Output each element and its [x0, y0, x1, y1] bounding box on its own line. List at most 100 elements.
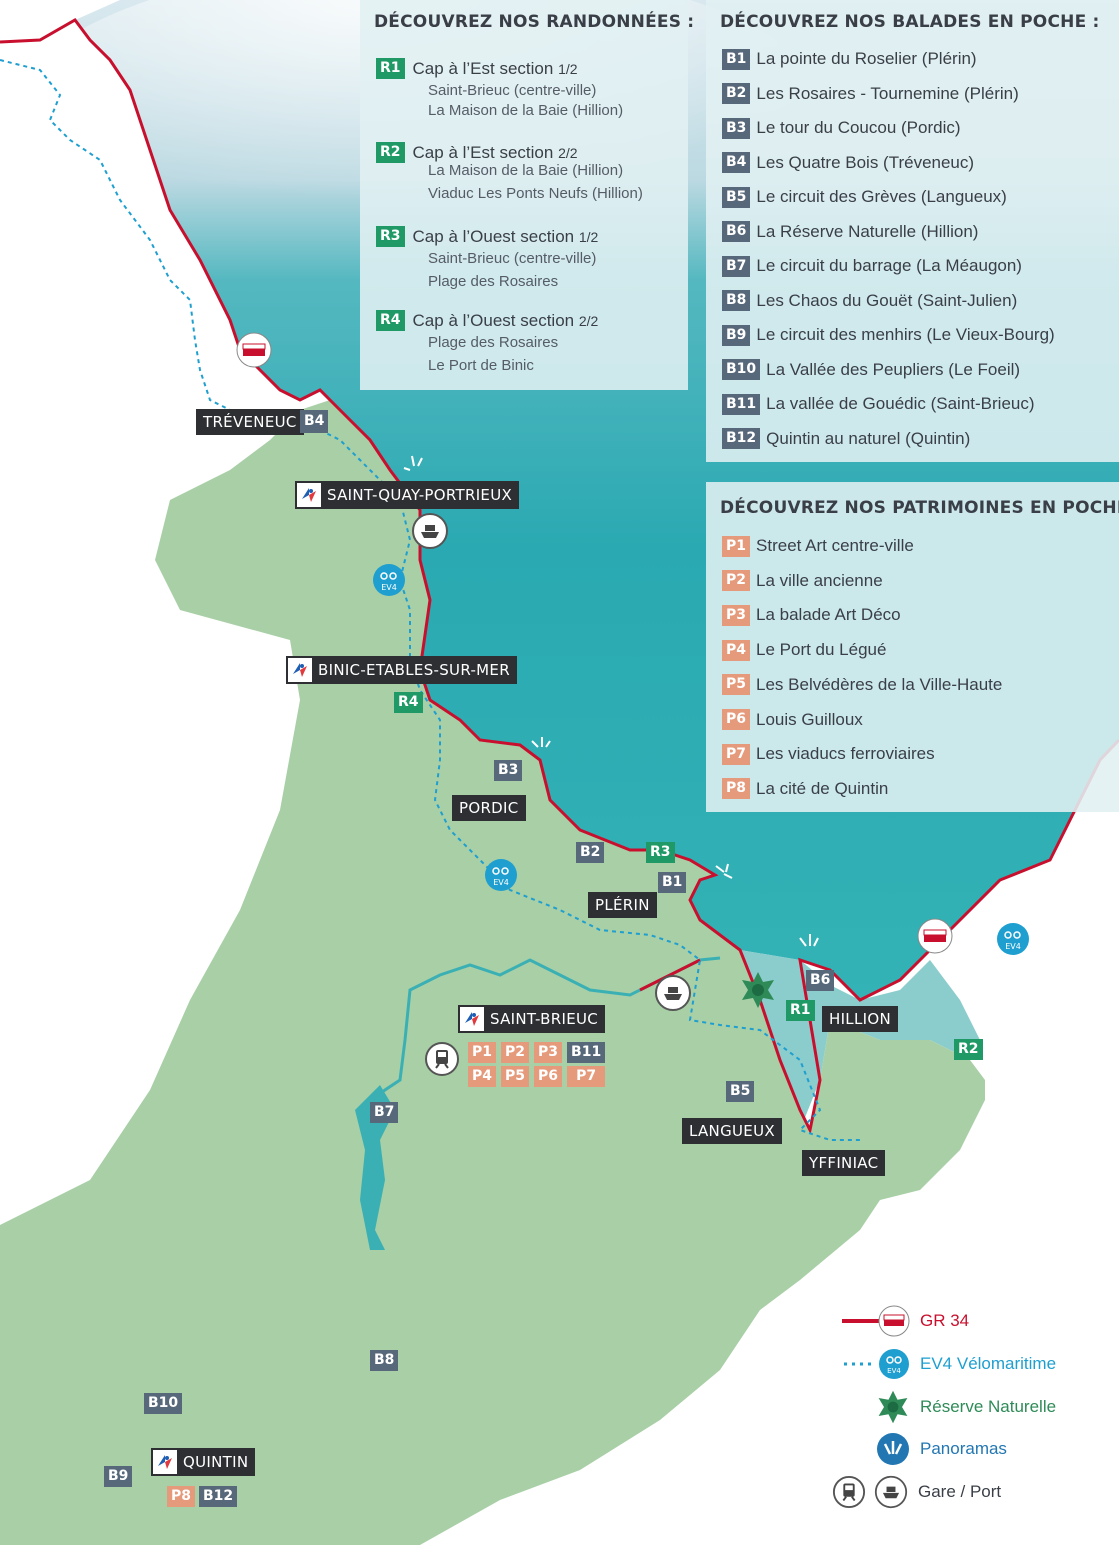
map-marker-p1[interactable]: P1 [468, 1042, 497, 1063]
balade-name: Les Quatre Bois (Tréveneuc) [756, 152, 975, 172]
map-marker-b5[interactable]: B5 [726, 1081, 755, 1102]
tourist-office-saint-quay[interactable]: SAINT-QUAY-PORTRIEUX [295, 481, 520, 509]
tourist-office-name: SAINT-QUAY-PORTRIEUX [327, 486, 513, 504]
map-marker-b6[interactable]: B6 [806, 970, 835, 991]
map-marker-b7[interactable]: B7 [370, 1102, 399, 1123]
map-marker-p4[interactable]: P4 [468, 1066, 497, 1087]
route-to: Plage des Rosaires [428, 273, 559, 290]
map-marker-b1[interactable]: B1 [658, 872, 687, 893]
river [359, 956, 721, 1112]
panorama-legend-icon [877, 1433, 909, 1465]
route-name: Cap à l’Ouest section 1/2 [412, 226, 599, 246]
ev4-badge-icon: EV4 [373, 564, 405, 596]
map-marker-b4[interactable]: B4 [300, 410, 329, 433]
balade-name: La Vallée des Peupliers (Le Foeil) [766, 359, 1021, 379]
map-marker-p5[interactable]: P5 [501, 1066, 530, 1087]
randonnee-item-r3[interactable]: R3 Cap à l’Ouest section 1/2 Saint-Brieu… [376, 226, 598, 293]
route-name: Cap à l’Ouest section 2/2 [412, 310, 599, 330]
map-marker-r1[interactable]: R1 [786, 1000, 815, 1021]
route-badge: R3 [376, 226, 405, 247]
ev4-badge-icon: EV4 [485, 859, 517, 891]
map-marker-b2[interactable]: B2 [576, 842, 605, 863]
ev4-label: EV4 [1005, 942, 1021, 951]
legend-label: EV4 Vélomaritime [920, 1354, 1057, 1373]
map-marker-p8[interactable]: P8 [167, 1486, 196, 1507]
legend-item-gare-port: Gare / Port [832, 1475, 1001, 1509]
route-name: Cap à l’Est section 1/2 [412, 58, 578, 78]
balade-name: La vallée de Gouédic (Saint-Brieuc) [766, 394, 1035, 413]
legend-label: GR 34 [920, 1311, 970, 1330]
route-to: Le Port de Binic [428, 357, 534, 374]
map-marker-b12[interactable]: B12 [199, 1486, 238, 1507]
balade-badge: B2 [722, 83, 751, 104]
town-label-pordic: PORDIC [452, 795, 526, 821]
map-marker-b9[interactable]: B9 [104, 1466, 133, 1487]
map-marker-b10[interactable]: B10 [144, 1393, 183, 1414]
balade-name: Les Rosaires - Tournemine (Plérin) [756, 83, 1019, 103]
reserve-naturelle-icon [742, 972, 774, 1008]
map-marker-p6[interactable]: P6 [534, 1066, 563, 1087]
port-icon [655, 975, 691, 1011]
legend-item-gr34: GR 34 [842, 1304, 969, 1338]
patrimoine-badge: P1 [722, 535, 751, 557]
randonnee-item-r4[interactable]: R4 Cap à l’Ouest section 2/2 Plage des R… [376, 310, 598, 377]
town-label-treveneuc: TRÉVENEUC [196, 409, 304, 435]
ev4-label: EV4 [381, 583, 397, 592]
balade-badge: B6 [722, 221, 751, 242]
patrimoine-badge: P4 [722, 639, 751, 661]
randonnees-title: DÉCOUVREZ NOS RANDONNÉES : [374, 12, 695, 32]
balade-badge: B9 [722, 324, 751, 346]
randonnees-panel: DÉCOUVREZ NOS RANDONNÉES : R1 Cap à l’Es… [360, 0, 694, 390]
map-marker-p3[interactable]: P3 [534, 1042, 563, 1063]
map-marker-r4[interactable]: R4 [394, 692, 423, 713]
gr34-legend-icon [842, 1305, 910, 1337]
randonnee-item-r2[interactable]: R2 Cap à l’Est section 2/2 La Maison de … [376, 142, 643, 205]
ev4-route [0, 59, 860, 1141]
map-marker-b11[interactable]: B11 [567, 1042, 606, 1063]
map-marker-p2[interactable]: P2 [501, 1042, 530, 1063]
legend-item-panoramas: Panoramas [876, 1432, 1007, 1466]
map-marker-b8[interactable]: B8 [370, 1350, 399, 1371]
map-marker-p7[interactable]: P7 [567, 1066, 606, 1087]
randonnee-item-r1[interactable]: R1 Cap à l’Est section 1/2 Saint-Brieuc … [376, 58, 623, 122]
port-legend-icon [874, 1475, 908, 1509]
route-badge: R4 [376, 310, 405, 331]
map-marker-r2[interactable]: R2 [954, 1039, 983, 1060]
balade-badge: B3 [722, 117, 751, 139]
balade-badge: B7 [722, 255, 751, 277]
tourist-office-icon [288, 658, 312, 682]
tourist-office-name: BINIC-ETABLES-SUR-MER [318, 661, 510, 679]
balade-name: La Réserve Naturelle (Hillion) [756, 221, 979, 241]
tourist-office-saint-brieuc[interactable]: SAINT-BRIEUC [458, 1005, 606, 1033]
patrimoine-name: La balade Art Déco [756, 605, 901, 625]
map-marker-r3[interactable]: R3 [646, 842, 675, 863]
saint-brieuc-markers: P1 P2 P3 B11 P4 P5 P6 P7 [468, 1042, 606, 1087]
tourist-office-binic[interactable]: BINIC-ETABLES-SUR-MER [286, 656, 517, 684]
map-marker-b3[interactable]: B3 [494, 760, 523, 781]
balade-name: Le circuit des Grèves (Langueux) [756, 187, 1007, 206]
tourist-office-icon [297, 483, 321, 507]
tourist-office-quintin[interactable]: QUINTIN [151, 1448, 256, 1476]
patrimoine-name: La cité de Quintin [756, 778, 889, 798]
